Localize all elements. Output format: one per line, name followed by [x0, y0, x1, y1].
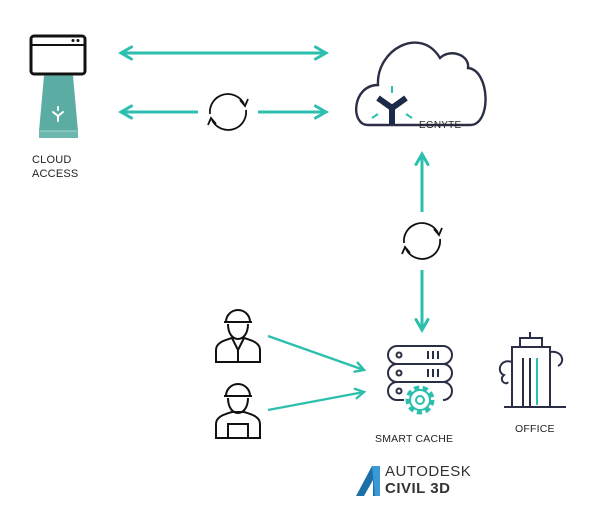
office-label: OFFICE [515, 423, 555, 435]
engineer-arrow [267, 334, 367, 373]
autodesk-logo [356, 466, 380, 496]
egnyte-label: EGNYTE [419, 120, 462, 131]
smart-cache-server-icon [387, 345, 453, 401]
worker-icon [215, 383, 261, 439]
cloud-access-label-line2: ACCESS [32, 168, 79, 180]
autodesk-label: AUTODESK [385, 463, 472, 480]
civil3d-label: CIVIL 3D [385, 480, 451, 497]
worker-arrow [267, 387, 367, 412]
sync-icon [401, 222, 443, 260]
office-building-icon [498, 332, 566, 408]
egnyte-cloud-icon [355, 41, 487, 127]
cloud-access-label-line1: CLOUD [32, 154, 72, 166]
engineer-icon [215, 309, 261, 363]
cloud-drive-icon [39, 75, 78, 138]
browser-window-icon [29, 34, 87, 76]
sync-icon [207, 93, 249, 131]
cloud-access-label: CLOUD ACCESS [32, 153, 78, 181]
gear-icon [405, 385, 435, 415]
smart-cache-label: SMART CACHE [375, 433, 454, 445]
